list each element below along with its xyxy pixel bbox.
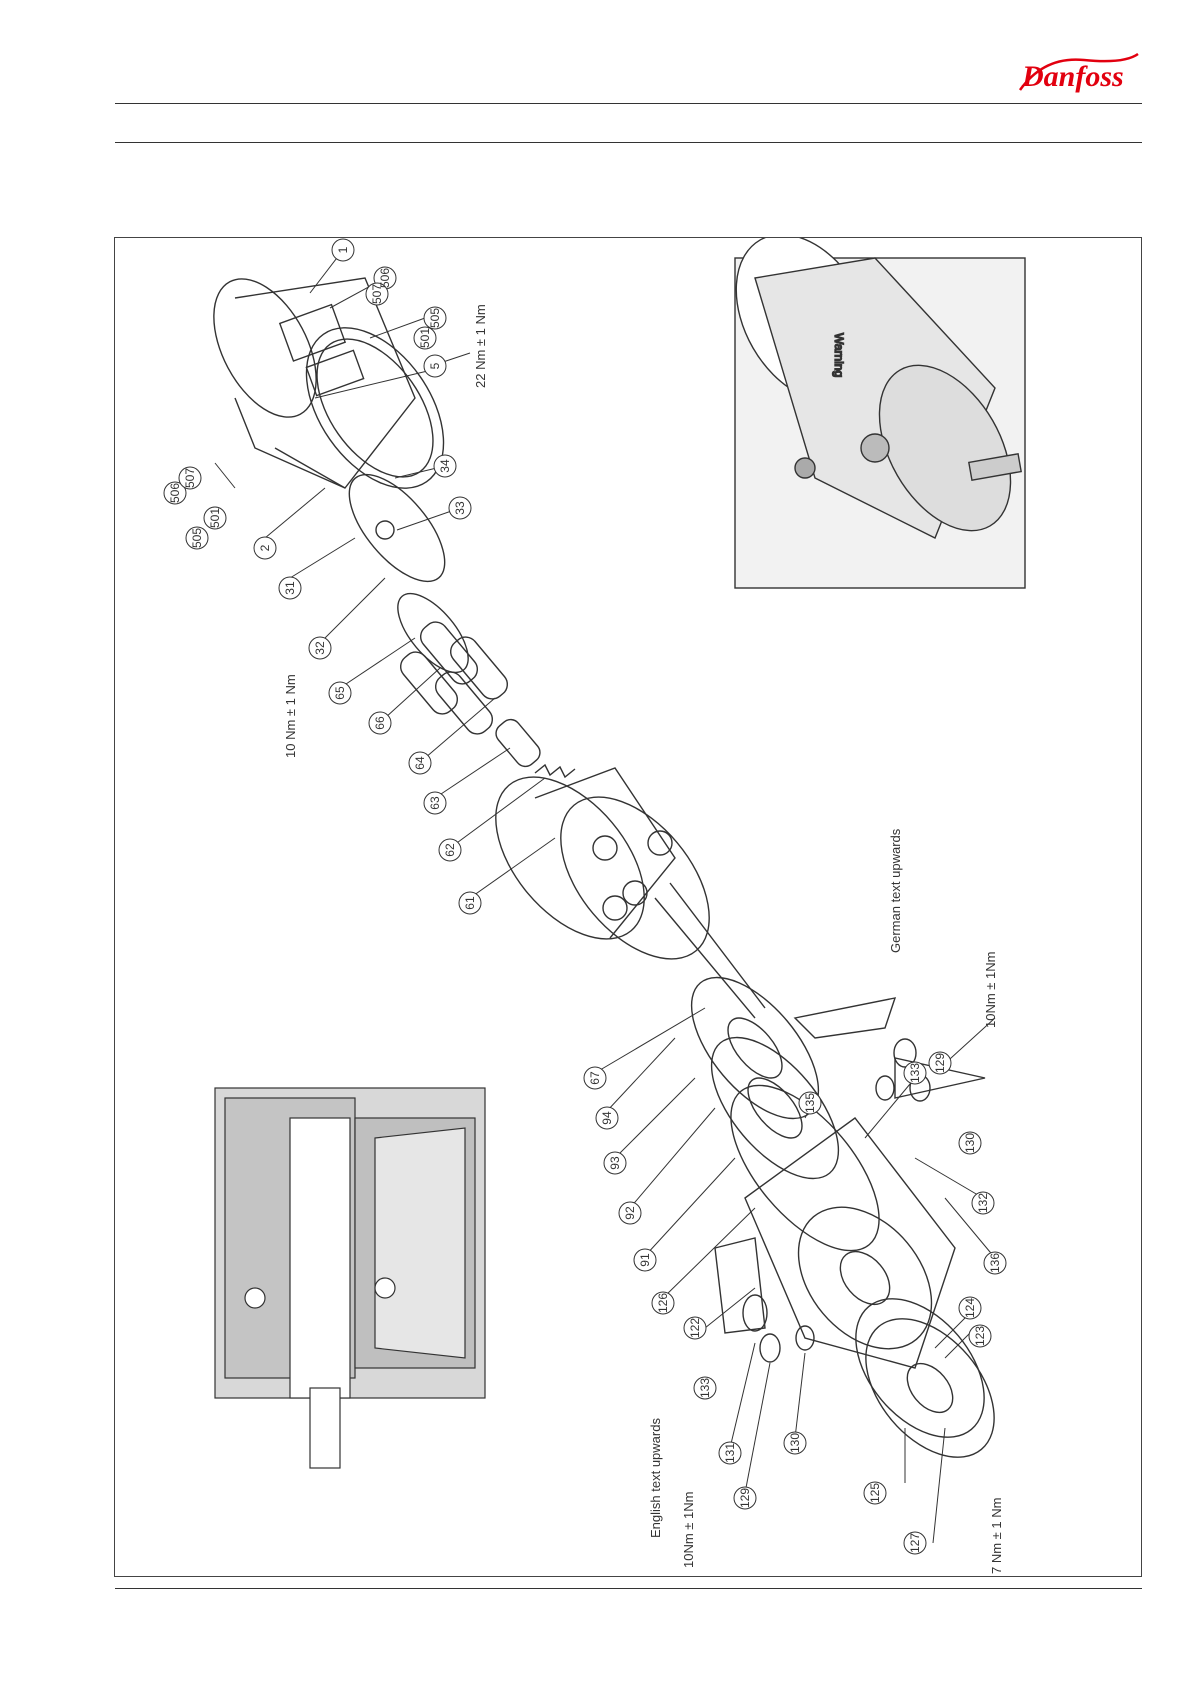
callout-133b: 133: [698, 1378, 712, 1398]
torque-7nm-label: 7 Nm ± 1 Nm: [989, 1498, 1004, 1574]
callout-132: 132: [976, 1193, 990, 1213]
callout-507b: 507: [183, 468, 197, 488]
torque-22nm-label: 22 Nm ± 1 Nm: [473, 304, 488, 388]
callout-123: 123: [973, 1326, 987, 1346]
callout-122: 122: [688, 1318, 702, 1338]
callout-125: 125: [868, 1483, 882, 1503]
callout-94: 94: [600, 1111, 614, 1125]
seal-cover-drawing: [830, 1275, 1019, 1482]
german-text-upwards-label: German text upwards: [888, 828, 903, 953]
piston-assembly-drawing: [385, 582, 575, 777]
motor-housing-drawing: [193, 262, 472, 513]
torque-10nm-upper-label: 10 Nm ± 1 Nm: [283, 674, 298, 758]
callout-64: 64: [413, 756, 427, 770]
header-rule-bottom: [115, 142, 1142, 143]
callout-34: 34: [438, 459, 452, 473]
cross-section-drawing: [215, 1088, 485, 1468]
callout-130a: 130: [963, 1133, 977, 1153]
callout-135: 135: [803, 1093, 817, 1113]
photo-warning-label: Warning: [832, 333, 846, 377]
callout-124: 124: [963, 1298, 977, 1318]
gasket-lower-drawing: [715, 1238, 765, 1333]
callout-61: 61: [463, 896, 477, 910]
torque-10nm-lower-label: 10Nm ± 1Nm: [681, 1492, 696, 1568]
callout-129b: 129: [738, 1488, 752, 1508]
callout-1: 1: [336, 246, 350, 253]
callout-67: 67: [588, 1071, 602, 1085]
callout-127: 127: [908, 1533, 922, 1553]
callout-62: 62: [443, 843, 457, 857]
callout-126: 126: [656, 1293, 670, 1313]
callout-507a: 507: [370, 284, 384, 304]
callout-505b: 505: [190, 528, 204, 548]
callout-93: 93: [608, 1156, 622, 1170]
callout-136: 136: [988, 1253, 1002, 1273]
callout-506b: 506: [168, 483, 182, 503]
gasket-upper-drawing: [795, 998, 895, 1038]
callout-133a: 133: [908, 1063, 922, 1083]
callout-2: 2: [258, 544, 272, 551]
assembled-motor-photo: Warning: [708, 238, 1038, 588]
callout-501b: 501: [208, 508, 222, 528]
callout-129a: 129: [933, 1053, 947, 1073]
english-text-upwards-label: English text upwards: [648, 1418, 663, 1538]
exploded-view-diagram: Warning: [115, 238, 1141, 1576]
torque-10nm-right-label: 10Nm ± 1Nm: [983, 952, 998, 1028]
callout-33: 33: [453, 501, 467, 515]
header-rule-top: [115, 103, 1142, 104]
callout-63: 63: [428, 796, 442, 810]
callout-5: 5: [428, 362, 442, 369]
diagram-frame: Warning: [114, 237, 1142, 1577]
callout-130b: 130: [788, 1433, 802, 1453]
callout-91: 91: [638, 1253, 652, 1267]
callout-505a: 505: [428, 308, 442, 328]
valve-plates-drawing: [668, 956, 906, 1276]
danfoss-logo: Danfoss: [1014, 50, 1144, 98]
callout-32: 32: [313, 641, 327, 655]
callout-501a: 501: [418, 328, 432, 348]
callout-31: 31: [283, 581, 297, 595]
callout-66: 66: [373, 716, 387, 730]
svg-text:Danfoss: Danfoss: [1021, 60, 1124, 93]
callout-65: 65: [333, 686, 347, 700]
footer-rule: [115, 1588, 1142, 1589]
end-cover-drawing: [745, 1058, 985, 1375]
callout-92: 92: [623, 1206, 637, 1220]
callout-131: 131: [723, 1443, 737, 1463]
